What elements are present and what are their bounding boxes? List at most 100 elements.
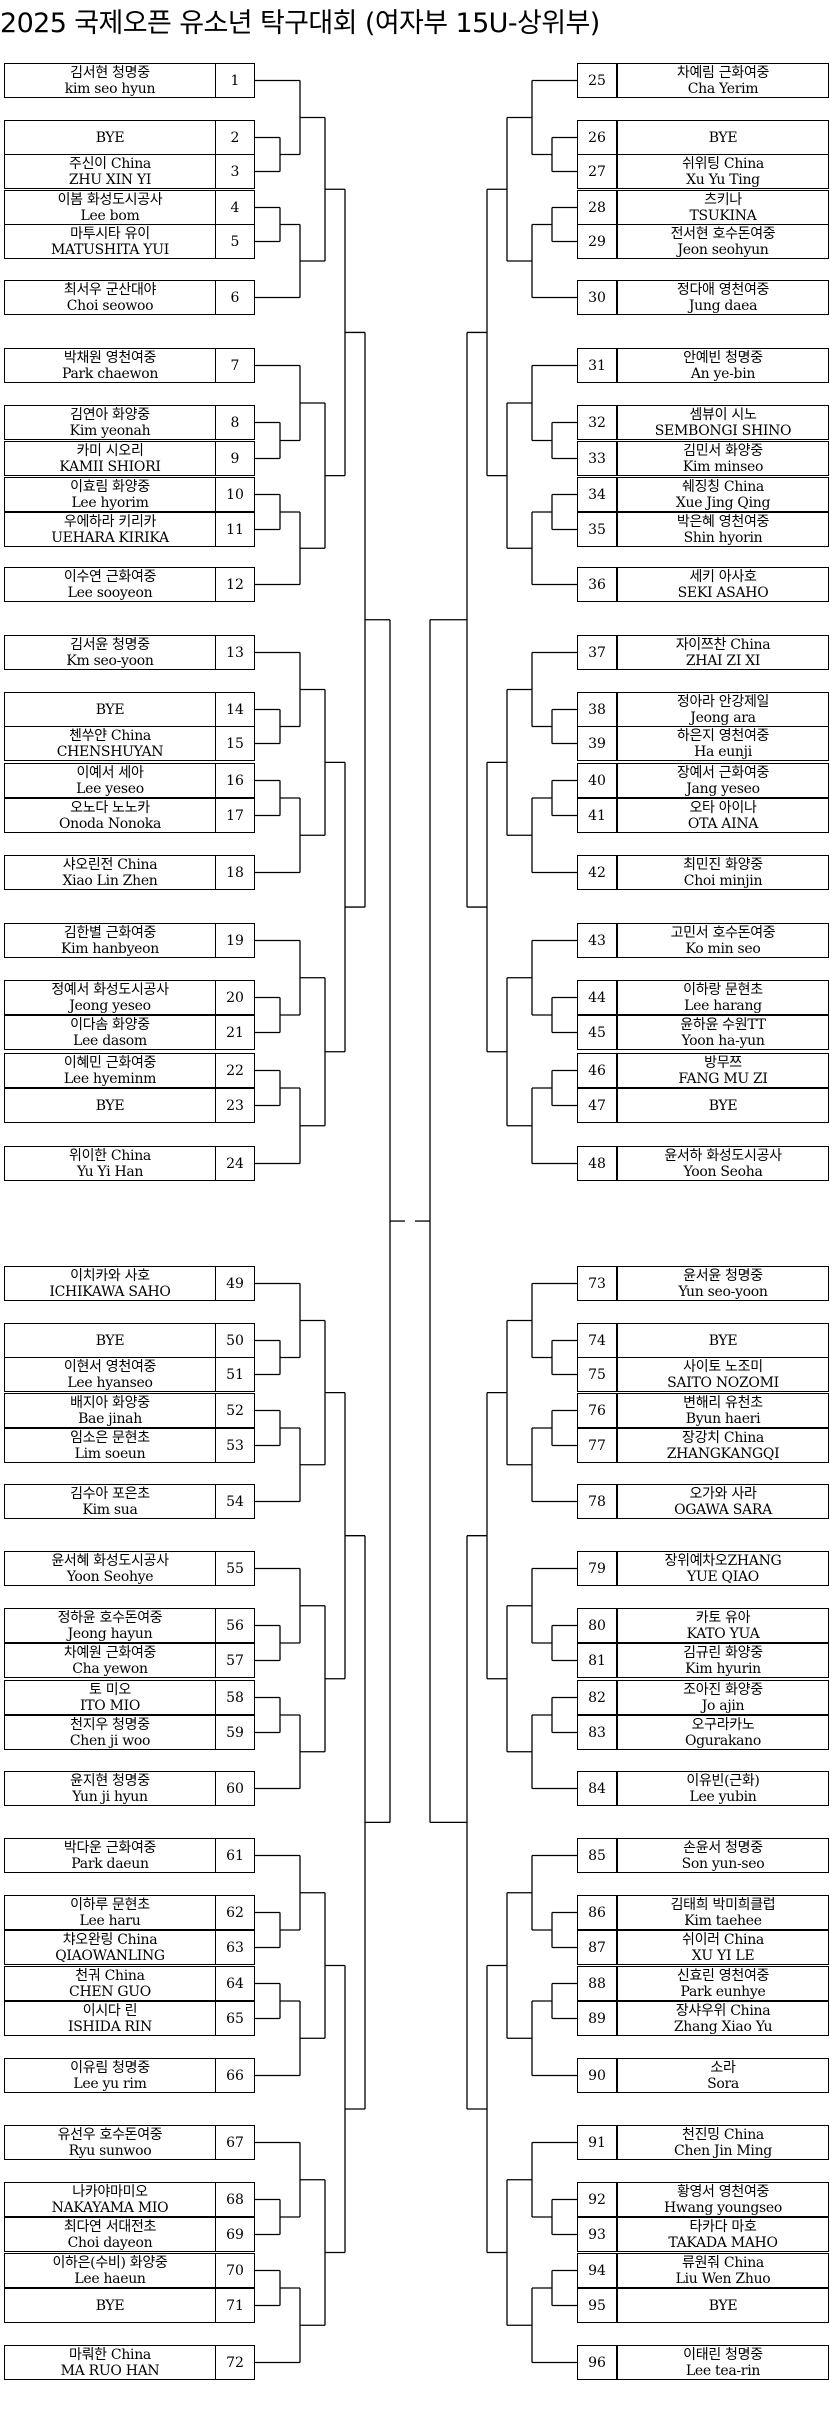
player-name: 윤서혜 화성도시공사 <box>51 1552 169 1569</box>
player-name: 차예림 근화여중 <box>676 64 770 81</box>
player-name-roman: OTA AINA <box>687 815 759 832</box>
player-name-roman: MATUSHITA YUI <box>51 241 169 258</box>
player-name: 박다운 근화여중 <box>63 1839 157 1856</box>
player-name: 차예원 근화여중 <box>63 1644 157 1661</box>
player-name: 쉐징칭 China <box>682 478 764 495</box>
player-name: 카토 유아 <box>695 1609 751 1626</box>
player-name: 윤지현 청명중 <box>70 1772 150 1789</box>
player-entry: BYE <box>4 692 216 727</box>
seed-number: 36 <box>577 567 617 602</box>
player-name: 이혜민 근화여중 <box>63 1054 157 1071</box>
seed-number: 31 <box>577 348 617 383</box>
player-name-roman: Jang yeseo <box>686 780 760 797</box>
player-name: 윤하윤 수원TT <box>680 1016 766 1033</box>
seed-number: 70 <box>215 2253 255 2288</box>
player-name: 임소은 문현초 <box>70 1429 150 1446</box>
seed-number: 61 <box>215 1838 255 1873</box>
player-name: 사이토 노조미 <box>683 1358 763 1375</box>
player-name: 김민서 화양중 <box>683 442 763 459</box>
seed-number: 24 <box>215 1146 255 1181</box>
seed-number: 10 <box>215 477 255 512</box>
player-name-roman: Xue Jing Qing <box>675 494 771 511</box>
player-name: 이현서 영천여중 <box>63 1358 157 1375</box>
player-name: 첸쑤얀 China <box>69 727 151 744</box>
seed-number: 18 <box>215 855 255 890</box>
player-name-roman: Choi dayeon <box>67 2234 153 2251</box>
player-name-roman: Jeong yeseo <box>69 997 151 1014</box>
player-name-roman: ZHAI ZI XI <box>685 652 761 669</box>
player-name-roman: Byun haeri <box>685 1410 761 1427</box>
seed-number: 46 <box>577 1053 617 1088</box>
player-name-roman: Jung daea <box>688 297 758 314</box>
seed-number: 93 <box>577 2217 617 2252</box>
player-name: 천궈 China <box>75 1967 145 1984</box>
player-name: 이하랑 문현초 <box>683 981 763 998</box>
player-name-roman: Kim minseo <box>682 458 764 475</box>
player-name: 유선우 호수돈여중 <box>57 2126 163 2143</box>
player-name-roman: TSUKINA <box>689 207 757 224</box>
seed-number: 28 <box>577 190 617 225</box>
player-name-roman: Onoda Nonoka <box>58 815 162 832</box>
player-name: 주신이 China <box>69 155 151 172</box>
player-name-roman: CHEN GUO <box>69 1983 151 2000</box>
player-name: BYE <box>708 129 738 146</box>
player-entry: BYE <box>617 2288 829 2323</box>
seed-number: 58 <box>215 1680 255 1715</box>
seed-number: 12 <box>215 567 255 602</box>
seed-number: 6 <box>215 280 255 315</box>
player-name-roman: Xu Yu Ting <box>686 171 760 188</box>
player-name-roman: Park daeun <box>71 1855 149 1872</box>
player-name: 김한별 근화여중 <box>63 924 157 941</box>
player-name-roman: Lee harang <box>684 997 762 1014</box>
player-name: 이예서 세아 <box>76 764 144 781</box>
player-name-roman: Lee haru <box>79 1912 141 1929</box>
player-name: 셈뷰이 시노 <box>689 406 757 423</box>
player-name-roman: UEHARA KIRIKA <box>51 529 169 546</box>
player-name: 김규린 화양중 <box>683 1644 763 1661</box>
player-name-roman: Jeon seohyun <box>677 241 769 258</box>
player-name-roman: Shin hyorin <box>683 529 763 546</box>
seed-number: 78 <box>577 1484 617 1519</box>
player-name: 김태희 박미희클럽 <box>670 1896 776 1913</box>
player-name-roman: NAKAYAMA MIO <box>51 2199 169 2216</box>
player-name: 이다솜 화양중 <box>70 1016 150 1033</box>
seed-number: 32 <box>577 405 617 440</box>
player-name-roman: Ko min seo <box>685 940 761 957</box>
player-name: 하은지 영천여중 <box>676 727 770 744</box>
player-name: 타카다 마호 <box>689 2218 757 2235</box>
player-name: BYE <box>95 129 125 146</box>
player-name: 박채원 영천여중 <box>63 349 157 366</box>
player-name: 정예서 화성도시공사 <box>51 981 169 998</box>
player-name: 우에하라 키리카 <box>63 513 157 530</box>
seed-number: 42 <box>577 855 617 890</box>
player-name: 오구라카노 <box>691 1716 755 1733</box>
page-title: 2025 국제오픈 유소년 탁구대회 (여자부 15U-상위부) <box>0 8 600 39</box>
seed-number: 96 <box>577 2345 617 2380</box>
seed-number: 38 <box>577 692 617 727</box>
player-name-roman: Kim hyurin <box>685 1660 761 1677</box>
player-name-roman: YUE QIAO <box>687 1568 759 1585</box>
player-name: 신효린 영천여중 <box>676 1967 770 1984</box>
